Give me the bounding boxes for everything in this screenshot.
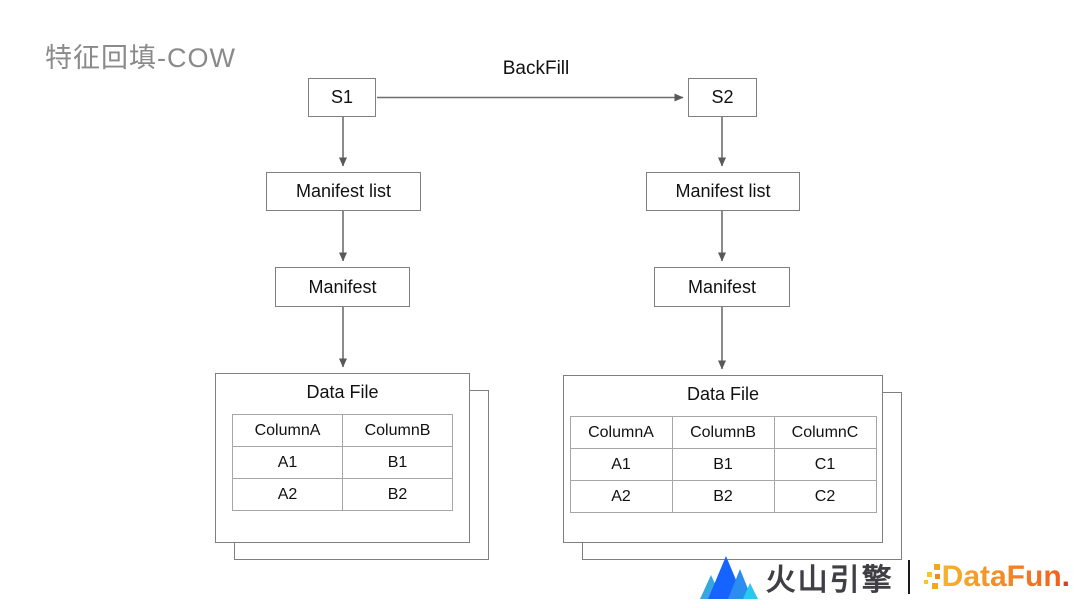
table-row: A1 B1 <box>232 446 453 479</box>
datafun-period: . <box>1061 560 1070 593</box>
table-cell: B1 <box>671 448 775 481</box>
table-cell: B2 <box>671 480 775 513</box>
datafun-logo: DataFun . <box>923 560 1070 594</box>
datafile-stack-left: Data File ColumnA ColumnB A1 B1 A2 B2 <box>215 373 489 560</box>
table-header-cell: ColumnC <box>773 416 877 449</box>
logo-divider <box>907 560 910 594</box>
manifest-list-left-box: Manifest list <box>266 172 421 211</box>
table-header-cell: ColumnB <box>342 414 453 447</box>
manifest-left-box: Manifest <box>275 267 410 307</box>
table-cell: C1 <box>773 448 877 481</box>
snapshot-s1-box: S1 <box>308 78 376 117</box>
table-header-cell: ColumnA <box>232 414 343 447</box>
datafun-pixel-icon <box>923 564 942 594</box>
table-header-row: ColumnA ColumnB <box>232 414 453 447</box>
volcengine-wordmark: 火山引擎 <box>765 564 894 597</box>
table-header-row: ColumnA ColumnB ColumnC <box>569 416 877 449</box>
table-cell: C2 <box>773 480 877 513</box>
table-row: A2 B2 C2 <box>569 480 877 513</box>
datafile-stack-right: Data File ColumnA ColumnB ColumnC A1 B1 … <box>563 375 902 560</box>
datafile-title: Data File <box>686 384 760 404</box>
table-cell: B1 <box>342 446 453 479</box>
snapshot-s2-box: S2 <box>688 78 757 117</box>
volcengine-mountains-icon <box>699 556 758 599</box>
datafile-front-card: Data File ColumnA ColumnB A1 B1 A2 B2 <box>215 373 470 543</box>
datafile-table-left: ColumnA ColumnB A1 B1 A2 B2 <box>232 414 453 511</box>
table-row: A1 B1 C1 <box>569 448 877 481</box>
table-row: A2 B2 <box>232 478 453 511</box>
manifest-list-right-box: Manifest list <box>646 172 800 211</box>
table-cell: A2 <box>569 480 673 513</box>
datafun-wordmark: DataFun <box>941 560 1062 593</box>
table-cell: A2 <box>232 478 343 511</box>
footer-logos: 火山引擎 DataFun . <box>699 554 1070 600</box>
manifest-right-box: Manifest <box>654 267 790 307</box>
page-title: 特征回填-COW <box>45 43 236 73</box>
volcengine-logo: 火山引擎 <box>699 554 894 600</box>
table-header-cell: ColumnB <box>671 416 775 449</box>
table-cell: B2 <box>342 478 453 511</box>
table-cell: A1 <box>232 446 343 479</box>
backfill-arrow-label: BackFill <box>502 58 570 79</box>
table-header-cell: ColumnA <box>569 416 673 449</box>
table-cell: A1 <box>569 448 673 481</box>
datafile-front-card: Data File ColumnA ColumnB ColumnC A1 B1 … <box>563 375 883 543</box>
datafile-title: Data File <box>306 382 379 402</box>
datafile-table-right: ColumnA ColumnB ColumnC A1 B1 C1 A2 B2 C… <box>569 416 877 513</box>
